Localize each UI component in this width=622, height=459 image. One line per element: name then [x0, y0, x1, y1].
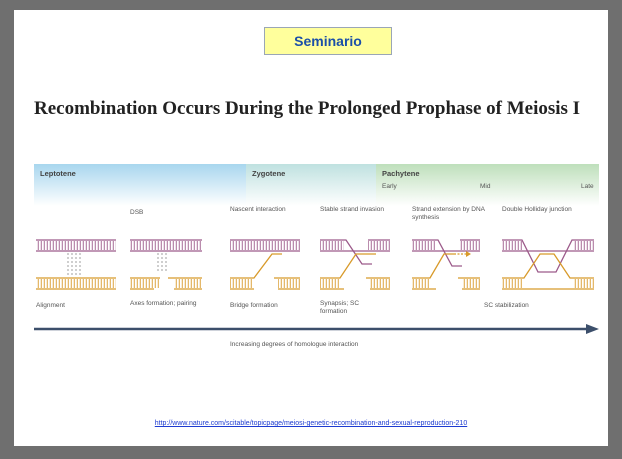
stage-leptotene: Leptotene [40, 169, 76, 178]
arrow-label: Increasing degrees of homologue interact… [230, 341, 359, 348]
event-nascent-interaction: Nascent interaction [230, 206, 286, 213]
stage-pachytene: Pachytene [382, 169, 420, 178]
slide-title: Recombination Occurs During the Prolonge… [34, 98, 581, 119]
seminar-badge: Seminario [264, 27, 392, 55]
panel-stable-invasion [320, 239, 390, 290]
label-bridge-formation: Bridge formation [230, 302, 278, 309]
source-link[interactable]: http://www.nature.com/scitable/topicpage… [154, 420, 468, 427]
panel-nascent [230, 239, 300, 290]
label-alignment: Alignment [36, 302, 65, 309]
panel-dsb [130, 239, 202, 290]
interaction-arrowhead [586, 324, 599, 334]
label-axes-formation: Axes formation; pairing [130, 300, 197, 307]
leptotene-band [34, 164, 246, 206]
stage-zygotene: Zygotene [252, 169, 285, 178]
event-double-holliday-junction: Double Holliday junction [502, 206, 572, 213]
label-synapsis: Synapsis; SC formation [320, 300, 360, 315]
substage-early: Early [382, 183, 398, 190]
event-strand-extension: Strand extension by DNA synthesis [412, 206, 485, 221]
panel-strand-extension [412, 239, 480, 290]
substage-late: Late [581, 183, 594, 190]
pachytene-band [376, 164, 599, 206]
zygotene-band [246, 164, 376, 206]
substage-mid: Mid [480, 183, 491, 190]
panel-double-holliday [502, 239, 594, 290]
slide: Seminario Recombination Occurs During th… [14, 10, 608, 446]
panel-alignment [36, 239, 116, 290]
event-dsb: DSB [130, 209, 143, 216]
label-sc-stabilization: SC stabilization [484, 302, 529, 309]
recombination-diagram: Leptotene Zygotene Pachytene Early Mid L… [34, 164, 599, 348]
event-stable-strand-invasion: Stable strand invasion [320, 206, 384, 213]
